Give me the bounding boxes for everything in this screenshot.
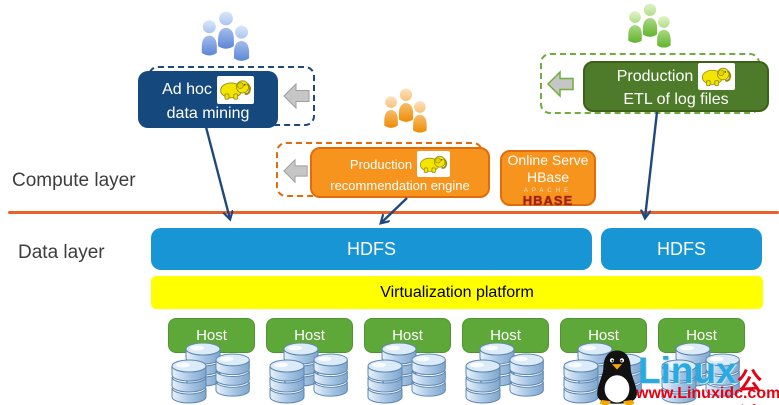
- disk-stack-icon: [366, 343, 450, 405]
- hbase-logo: APACHE HBASE: [523, 187, 574, 207]
- connector-etl-to-hdfs: [645, 111, 659, 218]
- block-arrow-left-icon: [283, 83, 310, 109]
- disk-stack-icon: [464, 343, 548, 405]
- disk-stack-icon: [170, 343, 254, 405]
- recommendation-label-line1: Production: [349, 156, 413, 172]
- box-label-row: Production: [349, 151, 451, 177]
- adhoc-label-line2: data mining: [166, 104, 250, 122]
- hdfs-box-right: HDFS: [601, 228, 762, 270]
- hadoop-elephant-icon: [216, 75, 254, 104]
- hdfs-box-left: HDFS: [151, 228, 592, 270]
- data-layer-label: Data layer: [18, 242, 105, 263]
- layer-separator-line: [8, 211, 779, 214]
- adhoc-data-mining-box: Ad hoc data mining: [138, 71, 278, 128]
- box-label-row: Ad hoc: [162, 75, 254, 104]
- host-box-2: Host: [266, 318, 353, 353]
- host-label: Host: [196, 327, 227, 344]
- user-group-orange-icon: [381, 88, 431, 140]
- virtualization-platform-bar: Virtualization platform: [151, 276, 763, 309]
- online-serve-label-line2: HBase: [526, 168, 570, 185]
- host-label: Host: [392, 327, 423, 344]
- hadoop-elephant-icon: [417, 151, 451, 177]
- hbase-logo-main-text: HBASE: [522, 192, 574, 208]
- hbase-logo-apache-text: APACHE: [523, 187, 573, 194]
- block-arrow-left-icon: [547, 71, 574, 97]
- recommendation-label-line2: recommendation engine: [330, 178, 470, 193]
- host-label: Host: [686, 327, 717, 344]
- watermark-url-text: www.Linuxidc.com: [636, 385, 779, 402]
- adhoc-label-line1: Ad hoc: [162, 80, 212, 98]
- user-group-blue-icon: [198, 11, 254, 69]
- block-arrow-left-icon: [283, 159, 308, 183]
- compute-layer-label: Compute layer: [12, 170, 136, 191]
- box-label-row: Production: [617, 63, 736, 90]
- online-serve-label-line1: Online Serve: [507, 151, 589, 168]
- host-label: Host: [490, 327, 521, 344]
- recommendation-engine-box: Production recommendation engine: [310, 147, 490, 198]
- watermark-brand-text: Linux: [638, 350, 737, 391]
- hadoop-elephant-icon: [698, 63, 736, 90]
- watermark-community-text: 公社: [737, 368, 763, 405]
- etl-label-line1: Production: [616, 67, 694, 85]
- disk-stack-icon: [268, 343, 352, 405]
- online-serve-hbase-box: Online Serve HBase APACHE HBASE: [500, 150, 596, 207]
- user-group-green-icon: [625, 3, 675, 55]
- tux-penguin-icon: [597, 350, 637, 405]
- virtualization-platform-label: Virtualization platform: [380, 283, 534, 301]
- connector-adhoc-to-hdfs: [204, 126, 230, 219]
- hdfs-right-label: HDFS: [657, 238, 706, 259]
- hdfs-left-label: HDFS: [347, 238, 396, 259]
- etl-label-line2: ETL of log files: [623, 91, 729, 108]
- host-label: Host: [294, 327, 325, 344]
- host-label: Host: [588, 327, 619, 344]
- etl-log-files-box: Production ETL of log files: [583, 61, 769, 112]
